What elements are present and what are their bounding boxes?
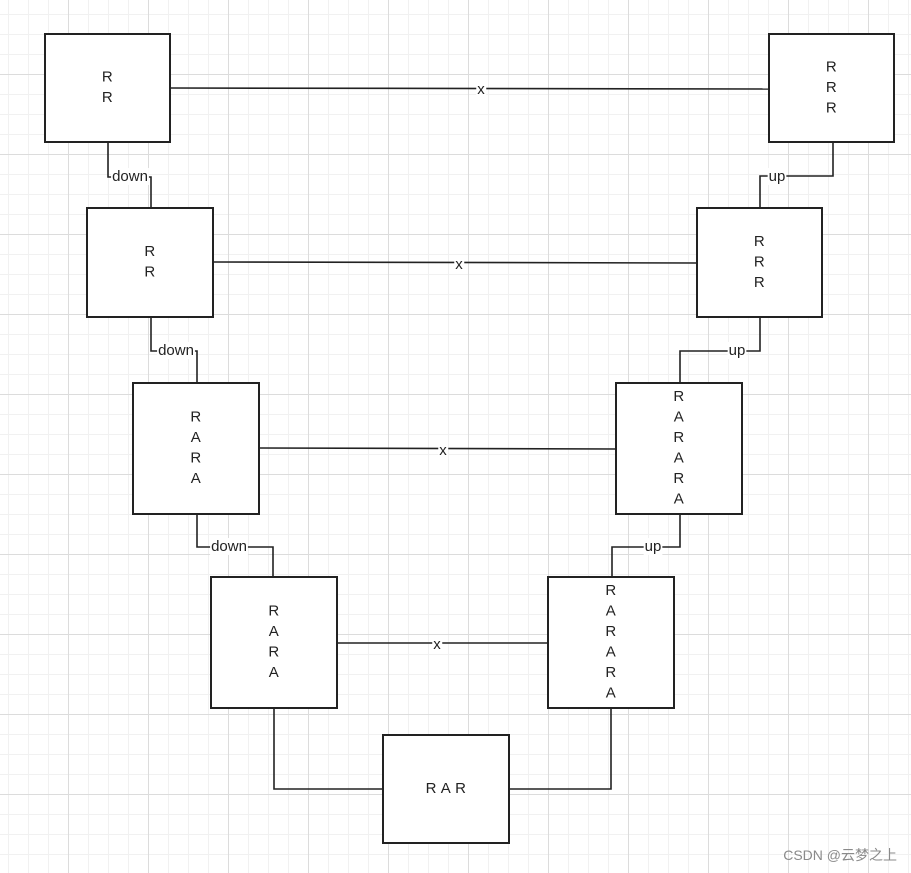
edge-label-text: up xyxy=(645,538,662,555)
edge-label-text: x xyxy=(439,442,447,459)
state-symbol: A xyxy=(674,409,685,426)
state-box xyxy=(382,734,510,844)
edge-label-background xyxy=(438,441,449,459)
edge-label-background xyxy=(727,341,747,359)
edge-label-text: down xyxy=(112,168,148,185)
state-node-l2: RR xyxy=(86,207,214,318)
state-symbol: A xyxy=(606,685,617,702)
edge-label: x xyxy=(438,441,449,459)
edge-label-text: x xyxy=(455,256,463,273)
state-symbol: R xyxy=(826,58,837,75)
state-symbol: A xyxy=(674,491,685,508)
edge-label-text: x xyxy=(477,81,485,98)
edge-label-background xyxy=(111,167,149,185)
state-box xyxy=(547,576,675,709)
state-symbol: A xyxy=(674,450,685,467)
state-symbol: R xyxy=(144,264,155,281)
edge-label-layer: x x x x down down down up up up xyxy=(111,80,787,653)
edge-label: x xyxy=(476,80,487,98)
state-box xyxy=(210,576,338,709)
state-symbol: R xyxy=(673,388,684,405)
edge-label-text: up xyxy=(729,342,746,359)
state-symbol: A xyxy=(191,470,202,487)
edge-label-text: down xyxy=(158,342,194,359)
connector-l1-r1 xyxy=(169,87,770,90)
state-symbol: R A R xyxy=(426,780,467,797)
edge-label: x xyxy=(432,635,443,653)
connector-l3-r3 xyxy=(258,447,617,450)
state-symbol: R xyxy=(605,582,616,599)
state-symbol: R xyxy=(144,243,155,260)
state-node-l1: RR xyxy=(44,33,171,143)
state-symbol: R xyxy=(268,644,279,661)
state-box xyxy=(86,207,214,318)
state-symbol: R xyxy=(190,450,201,467)
state-symbol: R xyxy=(102,89,113,106)
edge-label: up xyxy=(643,537,663,555)
state-symbol: R xyxy=(754,274,765,291)
state-symbol: R xyxy=(605,664,616,681)
connector-r2-r1 xyxy=(759,142,834,208)
state-node-b: R A R xyxy=(382,734,510,844)
state-symbol: R xyxy=(605,623,616,640)
state-box xyxy=(44,33,171,143)
state-symbol: R xyxy=(826,79,837,96)
edge-label-text: up xyxy=(769,168,786,185)
edge-label-background xyxy=(210,537,248,555)
state-symbol: A xyxy=(191,429,202,446)
watermark: CSDN @云梦之上 xyxy=(783,847,897,863)
state-symbol: R xyxy=(826,99,837,116)
state-symbol: R xyxy=(268,603,279,620)
connector-l4-b xyxy=(273,708,383,790)
state-symbol: R xyxy=(190,409,201,426)
edge-label: up xyxy=(727,341,747,359)
edge-label-background xyxy=(454,255,465,273)
state-node-r2: RRR xyxy=(696,207,823,318)
state-symbol: R xyxy=(754,233,765,250)
state-symbol: A xyxy=(606,644,617,661)
edge-label-text: x xyxy=(433,636,441,653)
edge-label-background xyxy=(476,80,487,98)
state-box xyxy=(696,207,823,318)
state-symbol: A xyxy=(269,623,280,640)
edge-label-background xyxy=(432,635,443,653)
state-symbol: A xyxy=(606,603,617,620)
edge-label: down xyxy=(157,341,195,359)
edge-label-background xyxy=(157,341,195,359)
edge-label-background xyxy=(767,167,787,185)
state-symbol: R xyxy=(673,429,684,446)
state-box xyxy=(768,33,895,143)
edge-label: up xyxy=(767,167,787,185)
edge-label: down xyxy=(111,167,149,185)
connector-r4-b xyxy=(509,708,612,790)
state-symbol: R xyxy=(754,253,765,270)
edge-label-background xyxy=(643,537,663,555)
edge-label: down xyxy=(210,537,248,555)
connector-r3-r2 xyxy=(679,317,761,383)
state-box xyxy=(615,382,743,515)
state-box xyxy=(132,382,260,515)
edge-label-text: down xyxy=(211,538,247,555)
state-symbol: A xyxy=(269,664,280,681)
state-node-r1: RRR xyxy=(768,33,895,143)
state-symbol: R xyxy=(102,69,113,86)
state-symbol: R xyxy=(673,470,684,487)
edge-label: x xyxy=(454,255,465,273)
